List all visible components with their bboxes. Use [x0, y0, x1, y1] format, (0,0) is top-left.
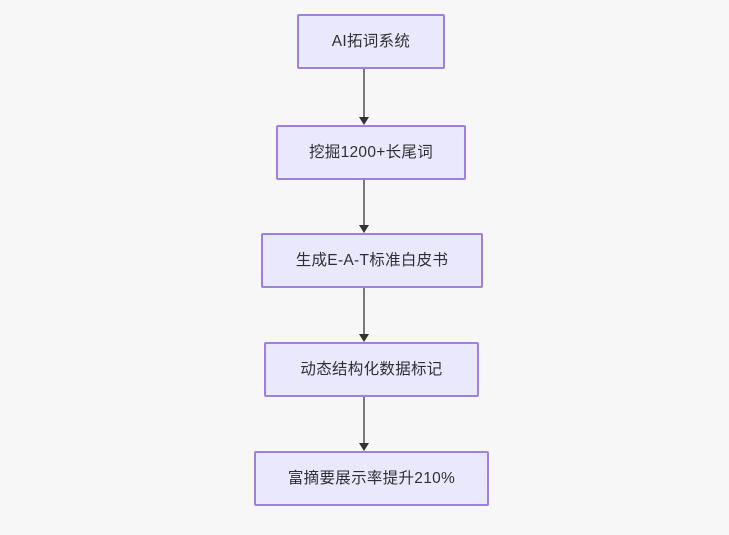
- flow-node-n5[interactable]: 富摘要展示率提升210%: [254, 451, 489, 506]
- flow-node-label: 生成E-A-T标准白皮书: [295, 251, 449, 269]
- flow-node-label: 挖掘1200+长尾词: [308, 143, 434, 161]
- flow-node-n3[interactable]: 生成E-A-T标准白皮书: [261, 233, 483, 288]
- flow-node-n2[interactable]: 挖掘1200+长尾词: [276, 125, 466, 180]
- connector-arrow-2: [357, 180, 371, 233]
- flow-node-label: 动态结构化数据标记: [300, 360, 443, 378]
- connector-arrow-3: [357, 288, 371, 342]
- connector-arrow-4: [357, 397, 371, 451]
- flow-node-n4[interactable]: 动态结构化数据标记: [264, 342, 479, 397]
- flow-node-label: 富摘要展示率提升210%: [287, 469, 456, 487]
- flow-node-label: AI拓词系统: [331, 32, 411, 50]
- connector-arrow-1: [357, 69, 371, 125]
- flow-node-n1[interactable]: AI拓词系统: [297, 14, 445, 69]
